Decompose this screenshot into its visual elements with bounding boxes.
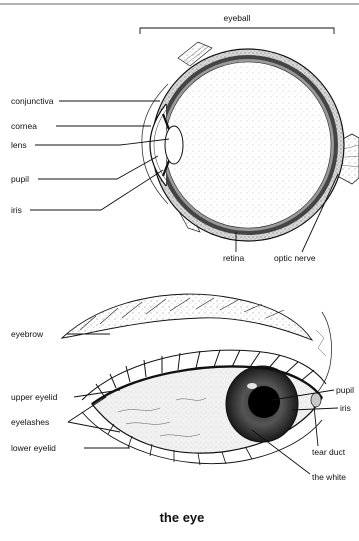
optic-nerve-label: optic nerve: [274, 253, 316, 263]
tear-duct-shape: [311, 393, 321, 407]
tear-duct-label: tear duct: [312, 447, 346, 457]
iris-leader: [30, 170, 163, 210]
retina-label: retina: [223, 253, 245, 263]
diagram-title: the eye: [160, 510, 205, 525]
eyebrow-shape: [62, 294, 312, 340]
eye-highlight: [247, 383, 257, 389]
iris-label: iris: [11, 205, 22, 215]
the-white-label: the white: [312, 472, 346, 482]
external-pupil-label: pupil: [336, 385, 354, 395]
eyelashes-label: eyelashes: [11, 417, 49, 427]
lens-label: lens: [11, 140, 27, 150]
external-iris-label: iris: [340, 403, 351, 413]
vitreous-stipple: [165, 62, 331, 228]
pupil-leader: [38, 156, 158, 179]
lens-leader: [35, 139, 169, 145]
pupil-label: pupil: [11, 174, 29, 184]
eyeball-bracket: [140, 28, 334, 34]
external-pupil: [248, 386, 280, 418]
upper-eyelid-label: upper eyelid: [11, 392, 58, 402]
skin-fold: [316, 330, 326, 356]
lower-eyelid-label: lower eyelid: [11, 443, 56, 453]
conjunctiva-label: conjunctiva: [11, 96, 54, 106]
lens-shape: [165, 126, 183, 164]
cornea-label: cornea: [11, 121, 37, 131]
eyebrow-label: eyebrow: [11, 329, 44, 339]
eyeball-label: eyeball: [224, 13, 251, 23]
tear-duct-leader: [314, 406, 318, 446]
cross-section-diagram: eyeball: [0, 4, 359, 263]
external-view-diagram: eyebrow upper eyelid eyelashes lower eye…: [11, 294, 354, 482]
